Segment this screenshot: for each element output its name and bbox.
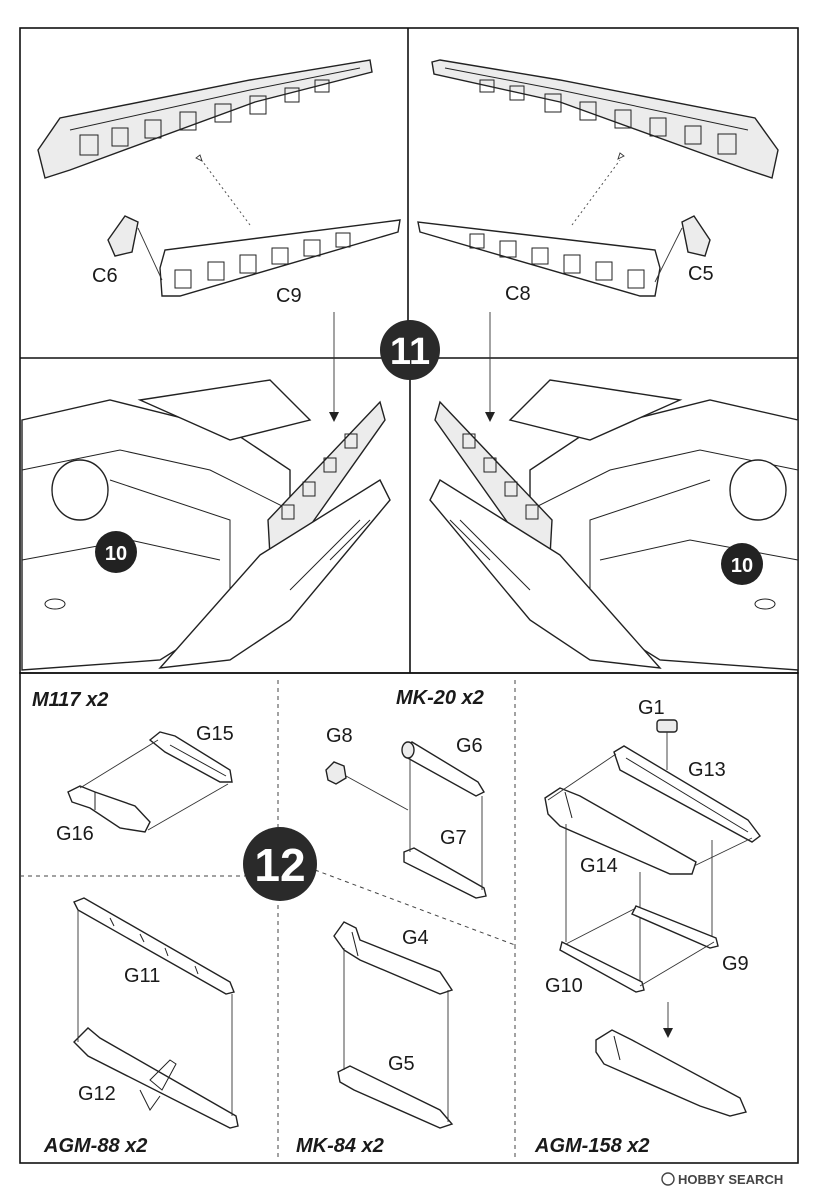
- label-c8: C8: [505, 283, 531, 305]
- label-c5: C5: [688, 263, 714, 285]
- watermark-logo-icon: [661, 1172, 675, 1186]
- part-g7-shape: [403, 847, 487, 899]
- group-agm88: G11 G12 AGM-88 x2: [43, 897, 239, 1157]
- flap-assembled-right: [431, 59, 779, 179]
- title-agm158: AGM-158 x2: [534, 1135, 650, 1157]
- flap-assembled-left: [37, 59, 373, 179]
- part-g16-shape: [67, 785, 151, 833]
- title-m117: M117 x2: [32, 689, 108, 711]
- step-12-badge: 12: [243, 827, 317, 901]
- label-g12: G12: [78, 1083, 116, 1105]
- step-10-ref-left: 10: [105, 543, 127, 565]
- watermark: HOBBY SEARCH: [661, 1172, 783, 1187]
- part-g9-shape: [631, 905, 719, 949]
- label-g7: G7: [440, 827, 467, 849]
- label-g5: G5: [388, 1053, 415, 1075]
- part-c9-shape: [159, 219, 401, 297]
- part-g13-shape: [613, 745, 761, 843]
- step-11-panel: C6 C9 C5 C8: [19, 27, 799, 674]
- part-g1-shape: [656, 719, 678, 733]
- part-g5-shape: [337, 1065, 454, 1129]
- label-g15: G15: [196, 723, 234, 745]
- wing-view-right: 10: [429, 379, 799, 671]
- label-g4: G4: [402, 927, 429, 949]
- group-mk84: G4 G5 MK-84 x2: [296, 921, 454, 1157]
- group-mk20: MK-20 x2 G8 G6 G7: [325, 687, 487, 899]
- part-g14-shape: [544, 787, 697, 875]
- step-11-number: 11: [390, 331, 430, 373]
- step-11-badge: 11: [380, 320, 440, 380]
- agm158-assembled-shape: [595, 1029, 747, 1117]
- title-mk20: MK-20 x2: [396, 687, 484, 709]
- step-12-frame: [19, 672, 799, 1164]
- step-12-panel: 12 M117 x2 G15 G16 MK-20 x2 G8 G6 G: [19, 672, 799, 1164]
- label-g11: G11: [124, 965, 160, 987]
- group-m117: M117 x2 G15 G16: [32, 689, 234, 845]
- step-12-number: 12: [254, 839, 305, 891]
- label-c6: C6: [92, 265, 118, 287]
- step-10-ref-right: 10: [731, 555, 753, 577]
- part-g12-shape: [73, 1027, 239, 1129]
- part-g4-shape: [333, 921, 454, 995]
- label-c9: C9: [276, 285, 302, 307]
- label-g14: G14: [580, 855, 618, 877]
- watermark-text: HOBBY SEARCH: [678, 1172, 783, 1187]
- label-g13: G13: [688, 759, 726, 781]
- flap-assembly-right: C5 C8: [417, 59, 779, 305]
- label-g1: G1: [638, 697, 665, 719]
- label-g9: G9: [722, 953, 749, 975]
- part-g8-shape: [325, 761, 347, 785]
- wing-view-left: 10: [21, 379, 391, 671]
- part-c5-shape: [681, 215, 711, 257]
- flap-assembly-left: C6 C9: [37, 59, 401, 307]
- label-g6: G6: [456, 735, 483, 757]
- title-mk84: MK-84 x2: [296, 1135, 384, 1157]
- label-g8: G8: [326, 725, 353, 747]
- label-g10: G10: [545, 975, 583, 997]
- title-agm88: AGM-88 x2: [43, 1135, 147, 1157]
- part-c6-shape: [107, 215, 139, 257]
- part-g10-shape: [559, 940, 645, 993]
- group-agm158: G1 G13 G14 G9 G10 AGM-158 x2: [534, 697, 761, 1157]
- part-c8-shape: [417, 221, 661, 297]
- label-g16: G16: [56, 823, 94, 845]
